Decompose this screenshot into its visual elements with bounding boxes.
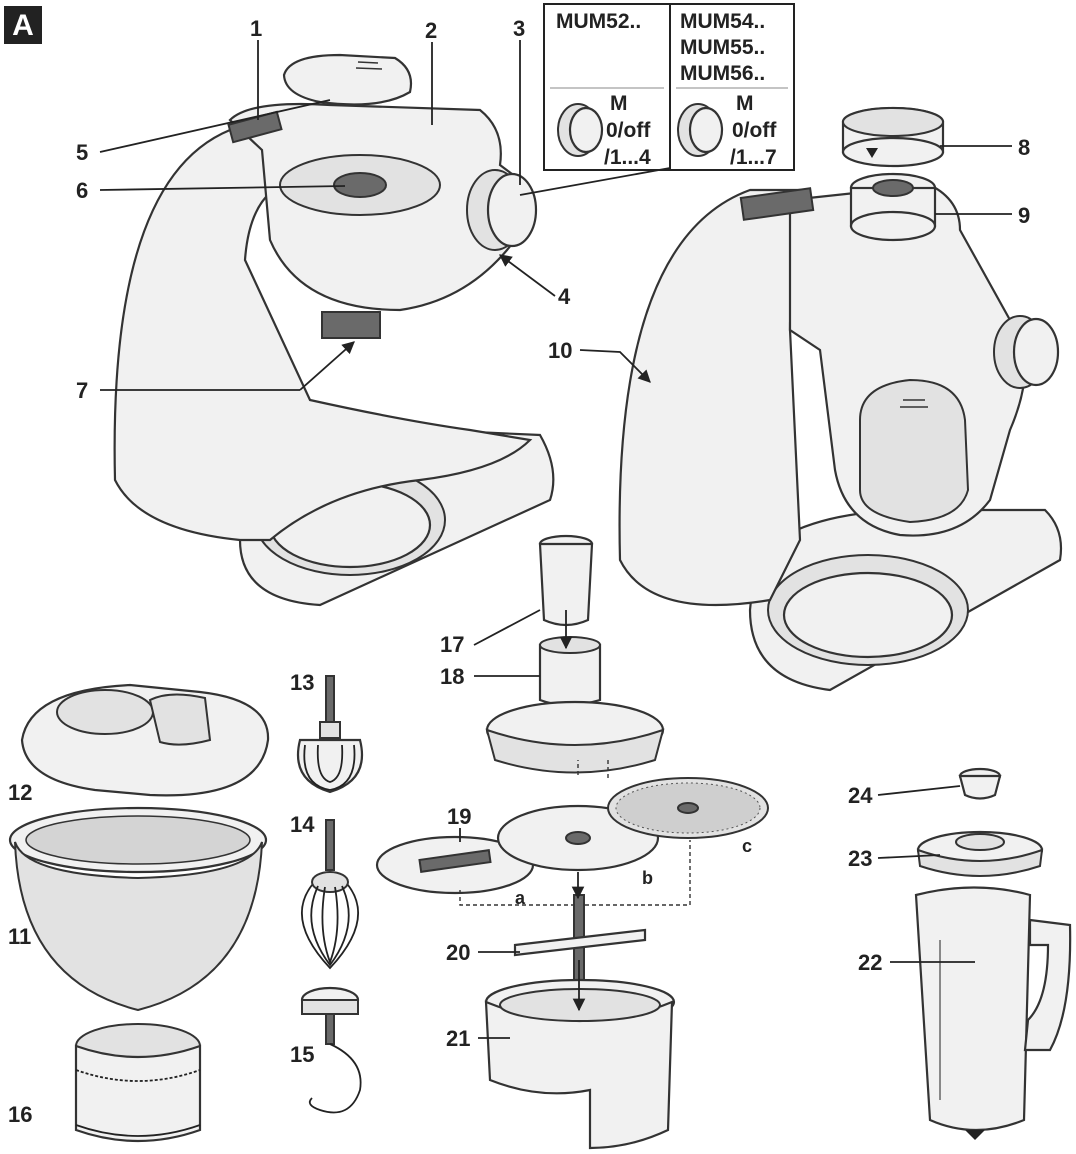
model-table: MUM52.. MUM54.. MUM55.. MUM56.. M 0/off … [543,3,795,171]
left-setting-m: M [610,92,628,115]
callout-11: 11 [8,924,31,949]
mixing-bowl-11 [8,806,268,1012]
leader-lines [99,40,1012,1039]
callout-24: 24 [848,783,873,808]
beater-13 [296,675,364,794]
callout-6: 6 [76,178,88,203]
callout-18: 18 [440,664,464,689]
model-right-1: MUM54.. [680,10,765,33]
blender-jug-22 [914,886,1072,1140]
callout-14: 14 [290,812,315,837]
right-setting-off: 0/off [732,119,777,142]
callout-5: 5 [76,140,88,165]
callout-4: 4 [558,284,571,309]
callout-19: 19 [447,804,471,829]
callout-15: 15 [290,1042,314,1067]
right-setting-range: /1...7 [730,146,777,169]
left-setting-off: 0/off [606,119,651,142]
splash-guard-12 [20,683,270,797]
model-right-2: MUM55.. [680,36,765,59]
mixer-base-unit-left [113,53,555,607]
callout-17: 17 [440,632,464,657]
knob-left-icon [557,103,604,157]
section-badge: A [4,6,42,44]
processing-bowl-21 [484,978,676,1150]
disc-c [607,777,769,839]
callout-13: 13 [290,670,314,695]
callout-21: 21 [446,1026,470,1051]
disc-label-c: c [742,836,752,856]
left-setting-range: /1...4 [604,146,651,169]
pusher-17 [538,534,594,627]
callout-20: 20 [446,940,470,965]
callout-7: 7 [76,378,88,403]
measuring-cup-24 [958,767,1002,800]
callout-2: 2 [425,18,437,43]
callout-8: 8 [1018,135,1030,160]
right-setting-m: M [736,92,754,115]
dough-hook-15 [300,986,362,1114]
callout-16: 16 [8,1102,32,1127]
callout-9: 9 [1018,203,1030,228]
callout-3: 3 [513,16,525,41]
callout-22: 22 [858,950,882,975]
disc-label-a: a [515,888,526,908]
callout-10: 10 [548,338,572,363]
blender-lid-23 [916,830,1044,877]
callout-labels: 1 2 3 4 5 6 7 8 9 10 11 12 13 14 15 16 1… [8,16,1030,1127]
callout-23: 23 [848,846,872,871]
storage-bag-16 [74,1023,202,1143]
lid-18 [485,636,665,774]
callout-1: 1 [250,16,262,41]
section-badge-letter: A [12,9,34,42]
callout-12: 12 [8,780,32,805]
mixer-base-unit-right [618,106,1063,692]
knob-right-icon [677,103,724,157]
disc-label-b: b [642,868,653,888]
model-right-3: MUM56.. [680,62,765,85]
whisk-14 [300,819,360,970]
model-left: MUM52.. [556,10,641,33]
